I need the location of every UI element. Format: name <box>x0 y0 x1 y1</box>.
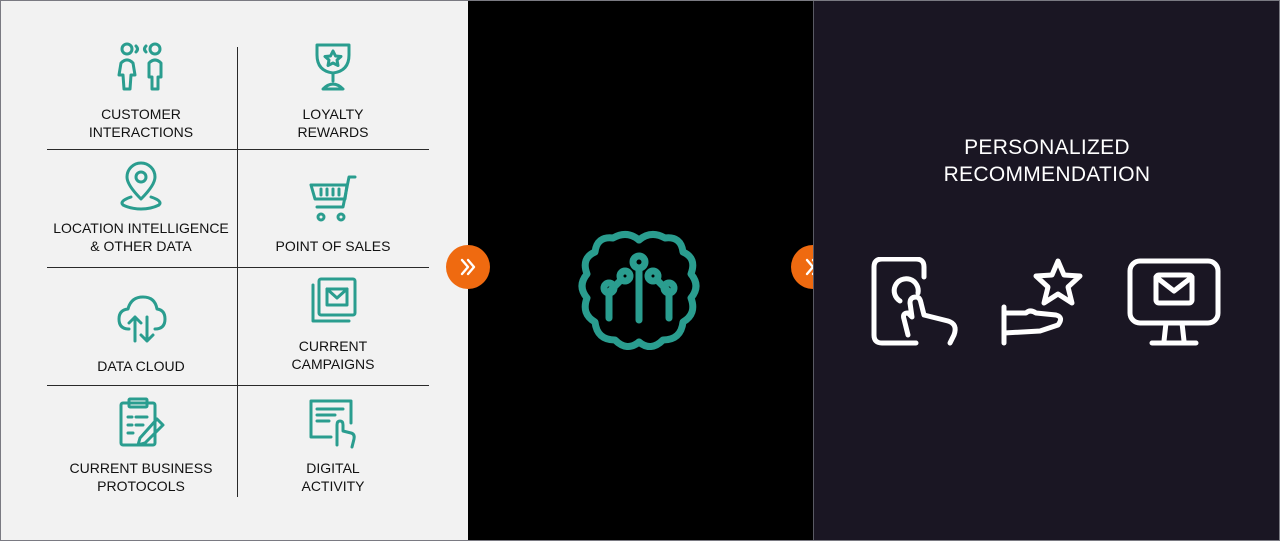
source-label: CURRENT BUSINESS PROTOCOLS <box>69 460 213 494</box>
source-location-intelligence: LOCATION INTELLIGENCE & OTHER DATA <box>46 161 236 261</box>
clipboard-protocols-icon <box>119 397 165 447</box>
grid-divider-row-1 <box>47 149 429 150</box>
source-label: DATA CLOUD <box>97 358 185 374</box>
double-chevron-right-icon <box>460 258 476 276</box>
source-business-protocols: CURRENT BUSINESS PROTOCOLS <box>46 397 236 497</box>
recommendation-panel: PERSONALIZED RECOMMENDATION <box>813 1 1279 540</box>
hand-star-icon <box>1001 258 1083 346</box>
recommendation-title: PERSONALIZED RECOMMENDATION <box>943 136 1151 186</box>
grid-divider-vertical <box>237 47 238 497</box>
flow-arrow-to-ai <box>446 245 490 289</box>
grid-divider-row-3 <box>47 385 429 386</box>
source-label: POINT OF SALES <box>275 238 391 254</box>
customer-interactions-icon <box>117 42 163 91</box>
shopping-cart-icon <box>309 175 357 222</box>
source-customer-interactions: CUSTOMER INTERACTIONS <box>46 41 236 141</box>
data-sources-panel: CUSTOMER INTERACTIONS LOYALTY REWARDS LO… <box>1 1 468 540</box>
digital-activity-icon <box>309 399 356 449</box>
mobile-touch-icon <box>871 257 958 346</box>
source-digital-activity: DIGITAL ACTIVITY <box>238 397 428 497</box>
source-label: LOCATION INTELLIGENCE & OTHER DATA <box>53 220 229 254</box>
source-loyalty-rewards: LOYALTY REWARDS <box>238 41 428 141</box>
grid-divider-row-2 <box>47 267 429 268</box>
cloud-sync-icon <box>117 295 167 343</box>
loyalty-trophy-icon <box>315 43 351 91</box>
source-label: CUSTOMER INTERACTIONS <box>88 106 194 140</box>
ai-brain-icon <box>578 231 700 350</box>
source-label: DIGITAL ACTIVITY <box>301 460 365 494</box>
source-current-campaigns: CURRENT CAMPAIGNS <box>238 277 428 377</box>
source-data-cloud: DATA CLOUD <box>46 293 236 383</box>
source-label: CURRENT CAMPAIGNS <box>291 338 375 372</box>
source-point-of-sales: POINT OF SALES <box>238 173 428 263</box>
monitor-mail-icon <box>1127 258 1221 346</box>
source-label: LOYALTY REWARDS <box>297 106 369 140</box>
location-pin-icon <box>120 161 162 211</box>
ai-processing-panel <box>468 1 813 540</box>
campaign-mail-icon <box>311 277 357 323</box>
